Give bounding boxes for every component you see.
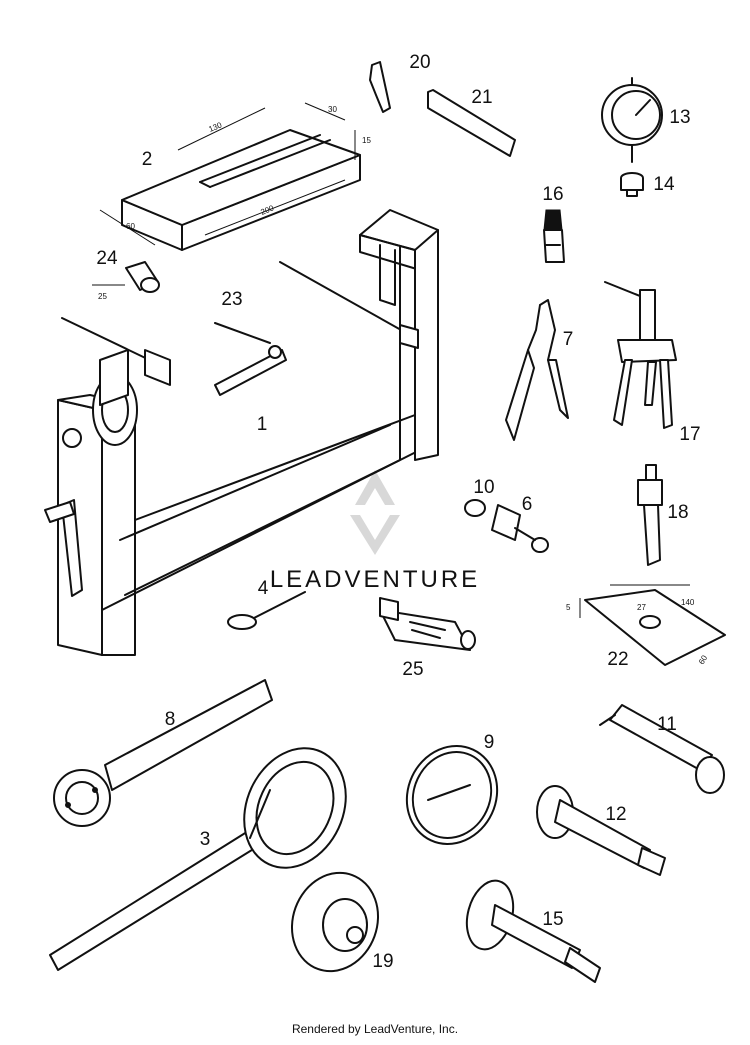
part-16-tube (543, 209, 565, 263)
callout-24: 24 (96, 248, 118, 269)
part-9-degree-disc (405, 745, 499, 845)
callout-11: 11 (657, 714, 677, 735)
leadventure-watermark: LEADVENTURE (270, 470, 480, 593)
watermark-text: LEADVENTURE (270, 566, 480, 593)
callout-25: 25 (402, 659, 423, 680)
callout-21: 21 (471, 87, 492, 108)
part-1-press-frame (44, 209, 439, 656)
callout-2: 2 (142, 149, 153, 170)
plate-hole-dim: 27 (637, 603, 646, 612)
spacer-length-dim: 25 (98, 292, 107, 301)
block-height-dim: 15 (362, 136, 371, 145)
part-15-shaft (465, 879, 601, 983)
block-width-dim: 30 (328, 105, 337, 114)
part-23-hook-tool (214, 322, 287, 396)
callout-13: 13 (669, 107, 690, 128)
part-2-block (99, 102, 361, 251)
part-22-plate (579, 584, 726, 666)
callout-1: 1 (257, 414, 268, 435)
part-3-clutch-holder (49, 747, 347, 971)
callout-10: 10 (473, 477, 494, 498)
part-8-holding-wrench (53, 679, 273, 827)
callout-17: 17 (679, 424, 700, 445)
part-19-rotor-puller (290, 871, 380, 973)
callout-23: 23 (221, 289, 242, 310)
part-4-gauge (227, 591, 306, 630)
part-14-adapter (620, 172, 644, 197)
watermark-logo-mark-icon (350, 515, 400, 555)
callout-19: 19 (372, 951, 393, 972)
parts-diagram: LEADVENTURE 1 130 30 15 200 60 (44, 52, 726, 983)
part-12-press-tool (536, 785, 666, 876)
press-rod-left (61, 317, 161, 366)
callout-3: 3 (200, 829, 211, 850)
part-10-bushing (464, 499, 486, 517)
callout-20: 20 (409, 52, 430, 73)
block-length-dim: 130 (207, 120, 223, 134)
callout-12: 12 (605, 804, 626, 825)
block-depth-dim: 60 (126, 222, 135, 231)
footer-credit: Rendered by LeadVenture, Inc. (291, 1022, 459, 1036)
callout-4: 4 (258, 578, 269, 599)
part-24-spacer (92, 261, 160, 293)
part-17-puller (604, 281, 677, 429)
part-25-holder (379, 597, 476, 651)
callout-14: 14 (653, 174, 675, 195)
callout-22: 22 (607, 649, 628, 670)
callout-9: 9 (484, 732, 495, 753)
callout-8: 8 (165, 709, 176, 730)
callout-6: 6 (522, 494, 533, 515)
part-11-mandrel (599, 704, 725, 794)
part-18-extractor (637, 464, 663, 566)
callout-16: 16 (542, 184, 563, 205)
part-6-insert-tool (491, 504, 549, 553)
plate-width-dim: 60 (697, 653, 710, 666)
press-rod-right-nut (399, 324, 419, 349)
plate-length-dim: 140 (681, 598, 695, 607)
callout-18: 18 (667, 502, 688, 523)
part-13-dial-gauge (601, 77, 663, 163)
press-rod-right (279, 261, 411, 336)
watermark-logo-icon (355, 470, 395, 505)
callout-7: 7 (563, 329, 574, 350)
part-7-circlip-pliers (505, 299, 569, 441)
press-rod-left-nut (144, 349, 171, 386)
part-20-bracket (369, 61, 391, 113)
part-21-shim (427, 89, 516, 157)
plate-thickness-dim: 5 (566, 603, 571, 612)
callout-15: 15 (542, 909, 563, 930)
